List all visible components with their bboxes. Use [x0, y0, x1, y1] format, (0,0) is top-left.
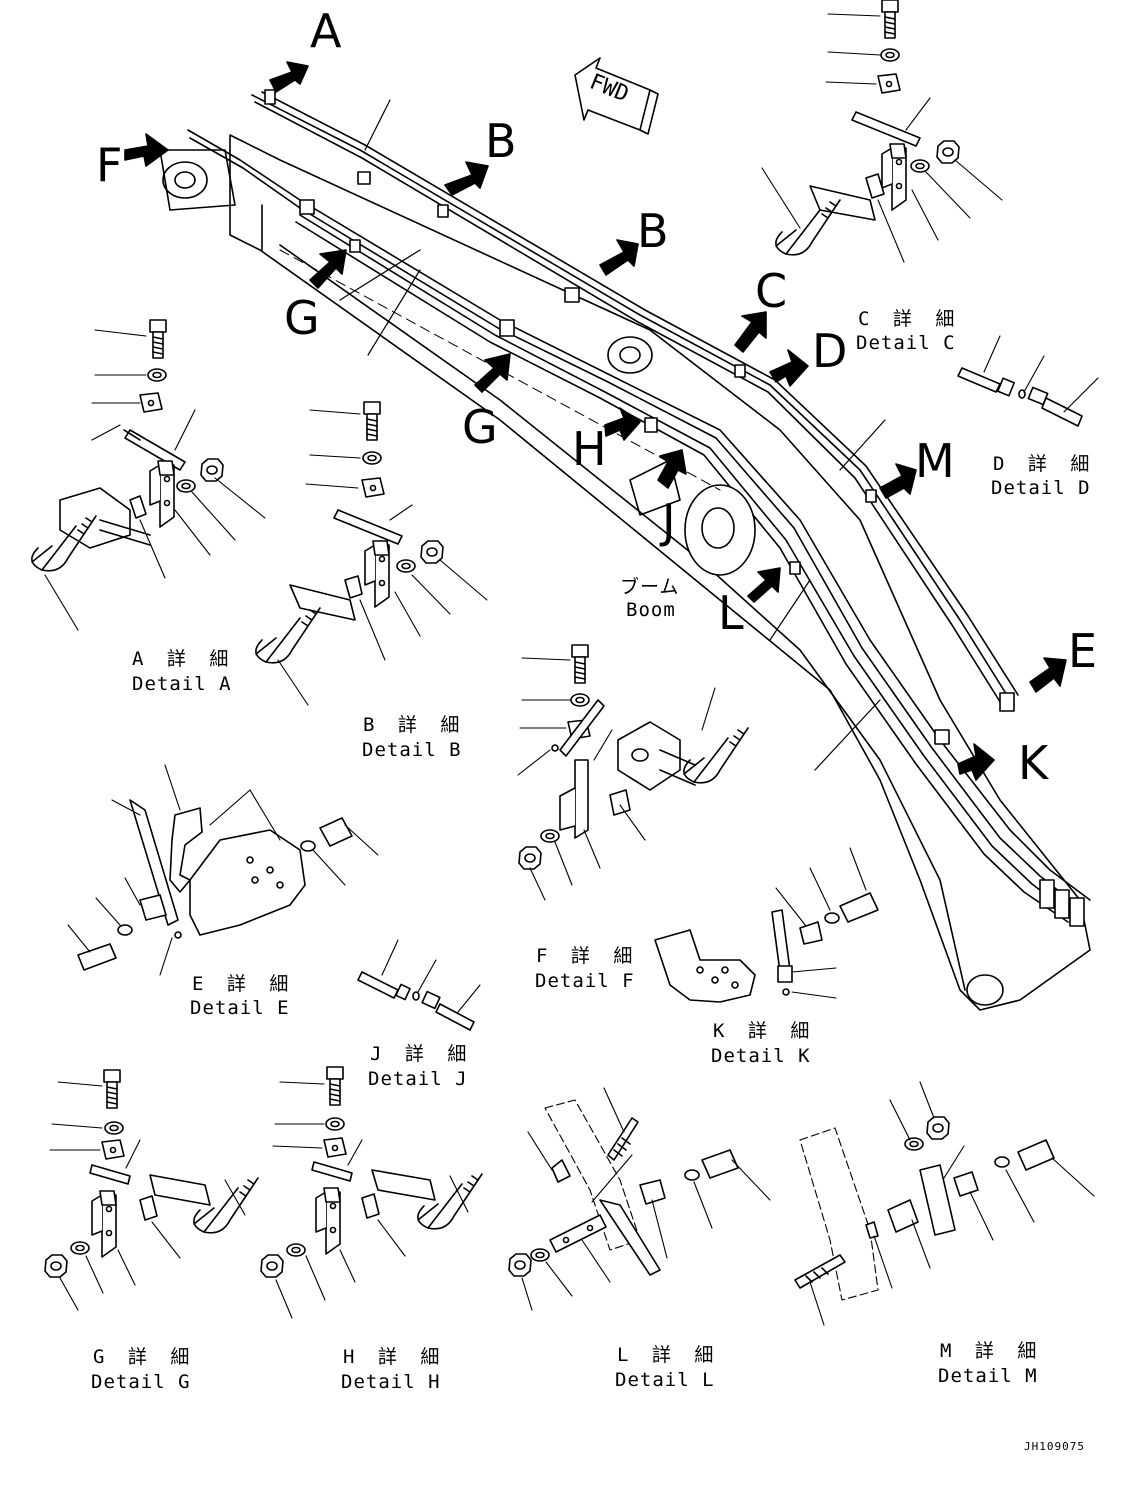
detail-a-parts — [31, 319, 266, 631]
detail-e-parts — [67, 764, 379, 976]
callout-letter-b: B — [637, 204, 669, 258]
detail-g-caption-en: Detail G — [91, 1371, 191, 1393]
detail-k-caption-jp: K 詳 細 — [713, 1020, 816, 1042]
leader-lines — [339, 99, 886, 771]
detail-l-caption-jp: L 詳 細 — [617, 1344, 720, 1366]
detail-c-parts — [761, 0, 1003, 263]
detail-c-caption-jp: C 詳 細 — [858, 308, 961, 330]
detail-e-caption-jp: E 詳 細 — [192, 973, 295, 995]
detail-h-caption-jp: H 詳 細 — [343, 1346, 446, 1368]
detail-c-caption-en: Detail C — [856, 332, 956, 354]
detail-g-caption-jp: G 詳 細 — [93, 1346, 196, 1368]
detail-j-caption-jp: J 詳 細 — [370, 1043, 473, 1065]
boom-label-en: Boom — [626, 599, 676, 621]
detail-d-parts — [957, 335, 1099, 427]
detail-f-caption-jp: F 詳 細 — [536, 945, 639, 967]
detail-e-caption-en: Detail E — [190, 997, 290, 1019]
callout-letter-c: C — [755, 264, 788, 318]
detail-l-parts — [508, 1087, 771, 1311]
detail-j-parts — [357, 939, 481, 1031]
callout-letter-e: E — [1068, 624, 1098, 678]
detail-d-caption-jp: D 詳 細 — [993, 453, 1096, 475]
detail-k-caption-en: Detail K — [711, 1045, 811, 1067]
callout-letter-g: G — [284, 291, 320, 345]
callout-letter-l: L — [718, 586, 744, 640]
detail-a-caption-jp: A 詳 細 — [132, 648, 235, 670]
detail-f-parts — [517, 644, 749, 901]
callout-letter-h: H — [572, 422, 607, 476]
detail-k-parts — [654, 847, 879, 1003]
detail-j-caption-en: Detail J — [368, 1068, 468, 1090]
callout-letter-a: A — [310, 4, 342, 58]
callout-letter-d: D — [812, 324, 848, 378]
detail-b-caption-en: Detail B — [362, 739, 462, 761]
fwd-arrow — [574, 57, 659, 135]
callout-letter-f: F — [96, 138, 123, 192]
drawing-code: JH109075 — [1024, 1440, 1085, 1453]
detail-g-parts — [44, 1069, 259, 1311]
detail-f-caption-en: Detail F — [535, 970, 635, 992]
detail-m-caption-jp: M 詳 細 — [940, 1340, 1043, 1362]
callout-letter-j: J — [662, 494, 676, 548]
callout-letter-g: G — [462, 400, 498, 454]
callout-arrows — [124, 61, 1067, 781]
detail-b-caption-jp: B 詳 細 — [363, 714, 466, 736]
callout-letter-b: B — [485, 114, 517, 168]
detail-l-caption-en: Detail L — [615, 1369, 715, 1391]
detail-b-parts — [255, 401, 488, 706]
detail-h-parts — [260, 1066, 483, 1319]
detail-a-caption-en: Detail A — [132, 673, 232, 695]
detail-h-caption-en: Detail H — [341, 1371, 441, 1393]
detail-d-caption-en: Detail D — [991, 477, 1091, 499]
callout-letter-k: K — [1018, 736, 1049, 790]
boom-label-jp: ブーム — [620, 576, 680, 598]
detail-m-parts — [794, 1081, 1095, 1326]
detail-m-caption-en: Detail M — [938, 1365, 1038, 1387]
callout-letter-m: M — [915, 434, 955, 488]
boom-body — [159, 89, 1091, 1011]
